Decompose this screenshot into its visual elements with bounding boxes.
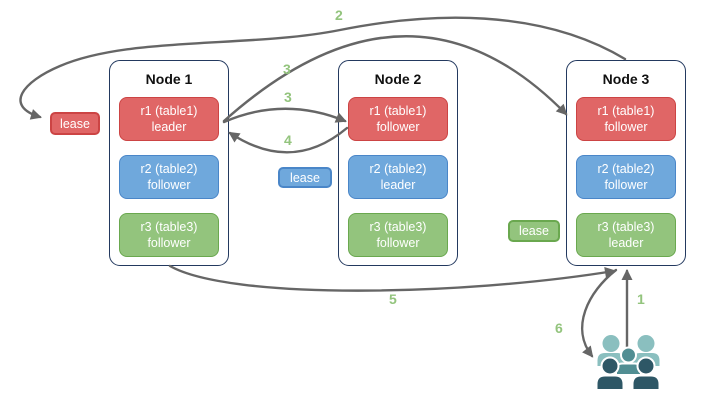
arrow-step5: [168, 264, 616, 292]
lease-badge-table2: lease: [278, 167, 332, 188]
replica-role: follower: [376, 236, 420, 250]
replica-role: leader: [608, 236, 644, 250]
node1-replica-r2: r2 (table2) follower: [119, 155, 219, 199]
replica-role: follower: [147, 236, 191, 250]
step-label-6: 6: [555, 320, 563, 336]
step-label-4: 4: [284, 132, 292, 148]
node1-title: Node 1: [145, 71, 193, 87]
step-label-2: 2: [335, 7, 343, 23]
replica-name: r1 (table1): [369, 103, 427, 118]
replica-name: r1 (table1): [140, 103, 198, 118]
node1-replica-r1: r1 (table1) leader: [119, 97, 219, 141]
user-icon: [632, 335, 660, 366]
step-label-5: 5: [389, 291, 397, 307]
user-icon: [597, 335, 625, 366]
node2-replica-r1: r1 (table1) follower: [348, 97, 448, 141]
node2-replica-r2: r2 (table2) leader: [348, 155, 448, 199]
lease-badge-table3: lease: [508, 220, 560, 242]
replica-role: leader: [380, 178, 416, 192]
node3-replica-r2: r2 (table2) follower: [576, 155, 676, 199]
replica-name: r2 (table2): [597, 161, 655, 176]
step-label-3b: 3: [284, 89, 292, 105]
replica-role: follower: [376, 120, 420, 134]
replica-role: leader: [151, 120, 187, 134]
user-icon: [595, 356, 625, 391]
node3-replica-r1: r1 (table1) follower: [576, 97, 676, 141]
replica-name: r2 (table2): [369, 161, 427, 176]
replica-name: r3 (table3): [369, 219, 427, 234]
node1-replica-r3: r3 (table3) follower: [119, 213, 219, 257]
user-icon: [615, 346, 642, 376]
node2-box: Node 2 r1 (table1) follower r2 (table2) …: [338, 60, 458, 266]
replica-name: r3 (table3): [597, 219, 655, 234]
node2-replica-r3: r3 (table3) follower: [348, 213, 448, 257]
node2-title: Node 2: [374, 71, 422, 87]
lease-badge-table1: lease: [50, 112, 100, 135]
replica-role: follower: [604, 120, 648, 134]
replica-name: r2 (table2): [140, 161, 198, 176]
replica-role: follower: [604, 178, 648, 192]
replica-name: r3 (table3): [140, 219, 198, 234]
arrow-step3-to-node2: [222, 107, 347, 124]
step-label-3a: 3: [283, 61, 291, 77]
node3-box: Node 3 r1 (table1) follower r2 (table2) …: [566, 60, 686, 266]
step-label-1: 1: [637, 291, 645, 307]
user-group-icon: [595, 335, 661, 391]
node1-box: Node 1 r1 (table1) leader r2 (table2) fo…: [109, 60, 229, 266]
replica-name: r1 (table1): [597, 103, 655, 118]
node3-replica-r3: r3 (table3) leader: [576, 213, 676, 257]
arrow-step6: [581, 268, 618, 358]
replica-role: follower: [147, 178, 191, 192]
node3-title: Node 3: [602, 71, 650, 87]
user-icon: [631, 356, 661, 391]
